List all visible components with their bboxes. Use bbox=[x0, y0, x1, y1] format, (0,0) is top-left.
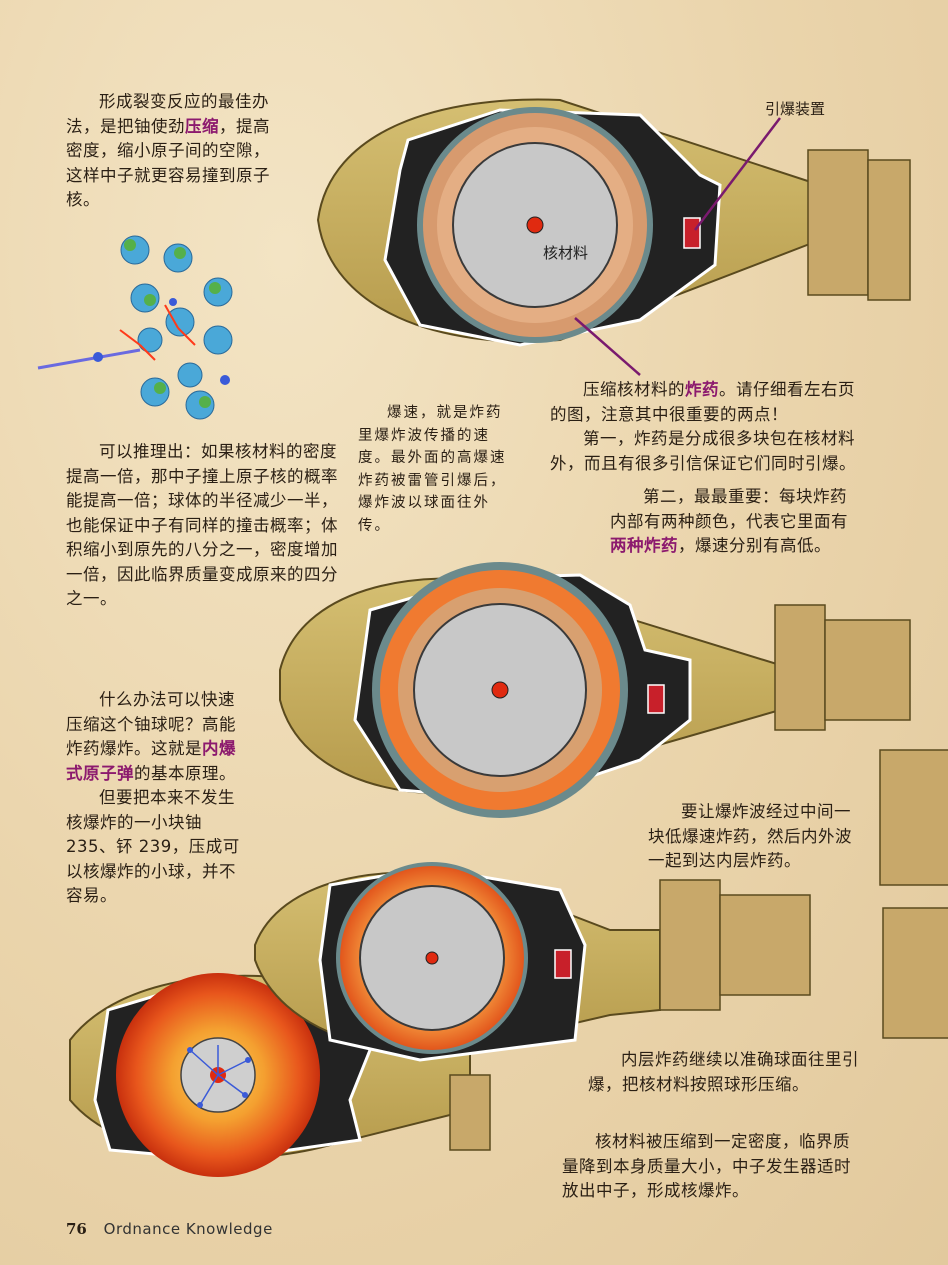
paragraph-compression: 形成裂变反应的最佳办法，是把铀使劲压缩，提高密度，缩小原子间的空隙，这样中子就更… bbox=[66, 92, 270, 209]
highlight-two-explosives: 两种炸药 bbox=[610, 536, 678, 555]
paragraph-how-to-compress: 什么办法可以快速压缩这个铀球呢？高能炸药爆炸。这就是内爆式原子弹的基本原理。 但… bbox=[66, 688, 241, 909]
paragraph-wave-timing: 要让爆炸波经过中间一块低爆速炸药，然后内外波一起到达内层炸药。 bbox=[648, 802, 852, 870]
paragraph-point-one: 第一，炸药是分成很多块包在核材料外，而且有很多引信保证它们同时引爆。 bbox=[550, 429, 856, 473]
paragraph-point-two: 第二，最最重要：每块炸药内部有两种颜色，代表它里面有两种炸药，爆速分别有高低。 bbox=[610, 487, 848, 555]
bomb-stage-3 bbox=[254, 862, 811, 1062]
highlight-compression: 压缩 bbox=[185, 116, 219, 136]
paragraph-density-reasoning: 可以推理出：如果核材料的密度提高一倍，那中子撞上原子核的概率能提高一倍；球体的半… bbox=[66, 442, 338, 608]
detonator-label: 引爆装置 bbox=[765, 100, 826, 118]
bomb-stage-1 bbox=[316, 98, 911, 376]
core-label: 核材料 bbox=[543, 244, 589, 262]
paragraph-inner-explosive: 内层炸药继续以准确球面往里引爆，把核材料按照球形压缩。 bbox=[588, 1050, 859, 1094]
publication-name: Ordnance Knowledge bbox=[103, 1220, 273, 1238]
page-number: 76 bbox=[66, 1220, 87, 1238]
paragraph-difficulty: 但要把本来不发生核爆炸的一小块铀235、钚 239，压成可以核爆炸的小球，并不容… bbox=[66, 788, 240, 905]
neutron-collision-illustration bbox=[37, 235, 233, 420]
highlight-explosive: 炸药 bbox=[685, 380, 719, 399]
highlight-implosion-bomb: 内爆式原子弹 bbox=[66, 739, 236, 783]
paragraph-explosive-intro: 压缩核材料的炸药。请仔细看左右页的图，注意其中很重要的两点！ 第一，炸药是分成很… bbox=[550, 378, 862, 476]
bomb-stage-2 bbox=[279, 562, 911, 818]
paragraph-nuclear-explosion: 核材料被压缩到一定密度，临界质量降到本身质量大小，中子发生器适时放出中子，形成核… bbox=[562, 1132, 851, 1200]
note-detonation-velocity: 爆速，就是炸药里爆炸波传播的速度。最外面的高爆速炸药被雷管引爆后，爆炸波以球面往… bbox=[358, 405, 507, 534]
detonator-box bbox=[554, 949, 572, 979]
page-footer: 76 Ordnance Knowledge bbox=[66, 1220, 273, 1238]
